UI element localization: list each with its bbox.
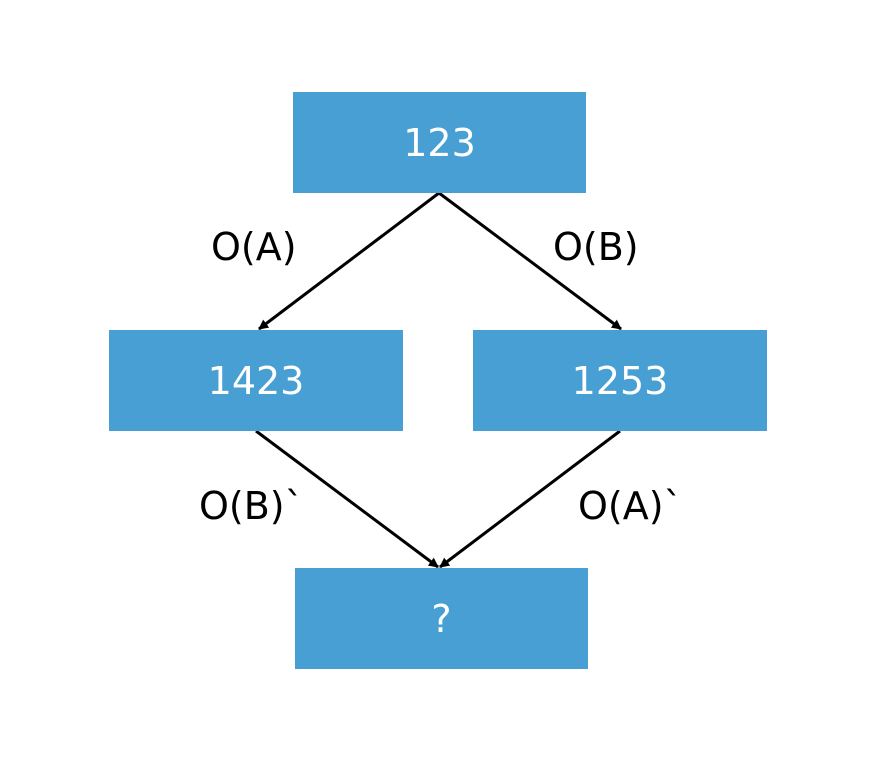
arrow-left-to-bottom [255, 429, 439, 569]
node-left-label: 1423 [207, 358, 305, 403]
node-top: 123 [293, 92, 586, 193]
edge-label-top-to-right: O(B) [553, 225, 639, 269]
node-top-label: 123 [403, 120, 476, 165]
arrow-top-to-left [258, 191, 440, 331]
edge-label-top-to-left: O(A) [211, 225, 297, 269]
edge-label-left-to-bottom: O(B)` [199, 484, 304, 528]
edge-label-right-to-bottom: O(A)` [578, 484, 683, 528]
node-bottom: ? [295, 568, 588, 669]
node-bottom-label: ? [431, 596, 452, 641]
node-right-label: 1253 [571, 358, 669, 403]
arrow-top-to-right [438, 191, 622, 331]
arrow-right-to-bottom [439, 429, 621, 569]
node-left: 1423 [109, 330, 403, 431]
node-right: 1253 [473, 330, 767, 431]
